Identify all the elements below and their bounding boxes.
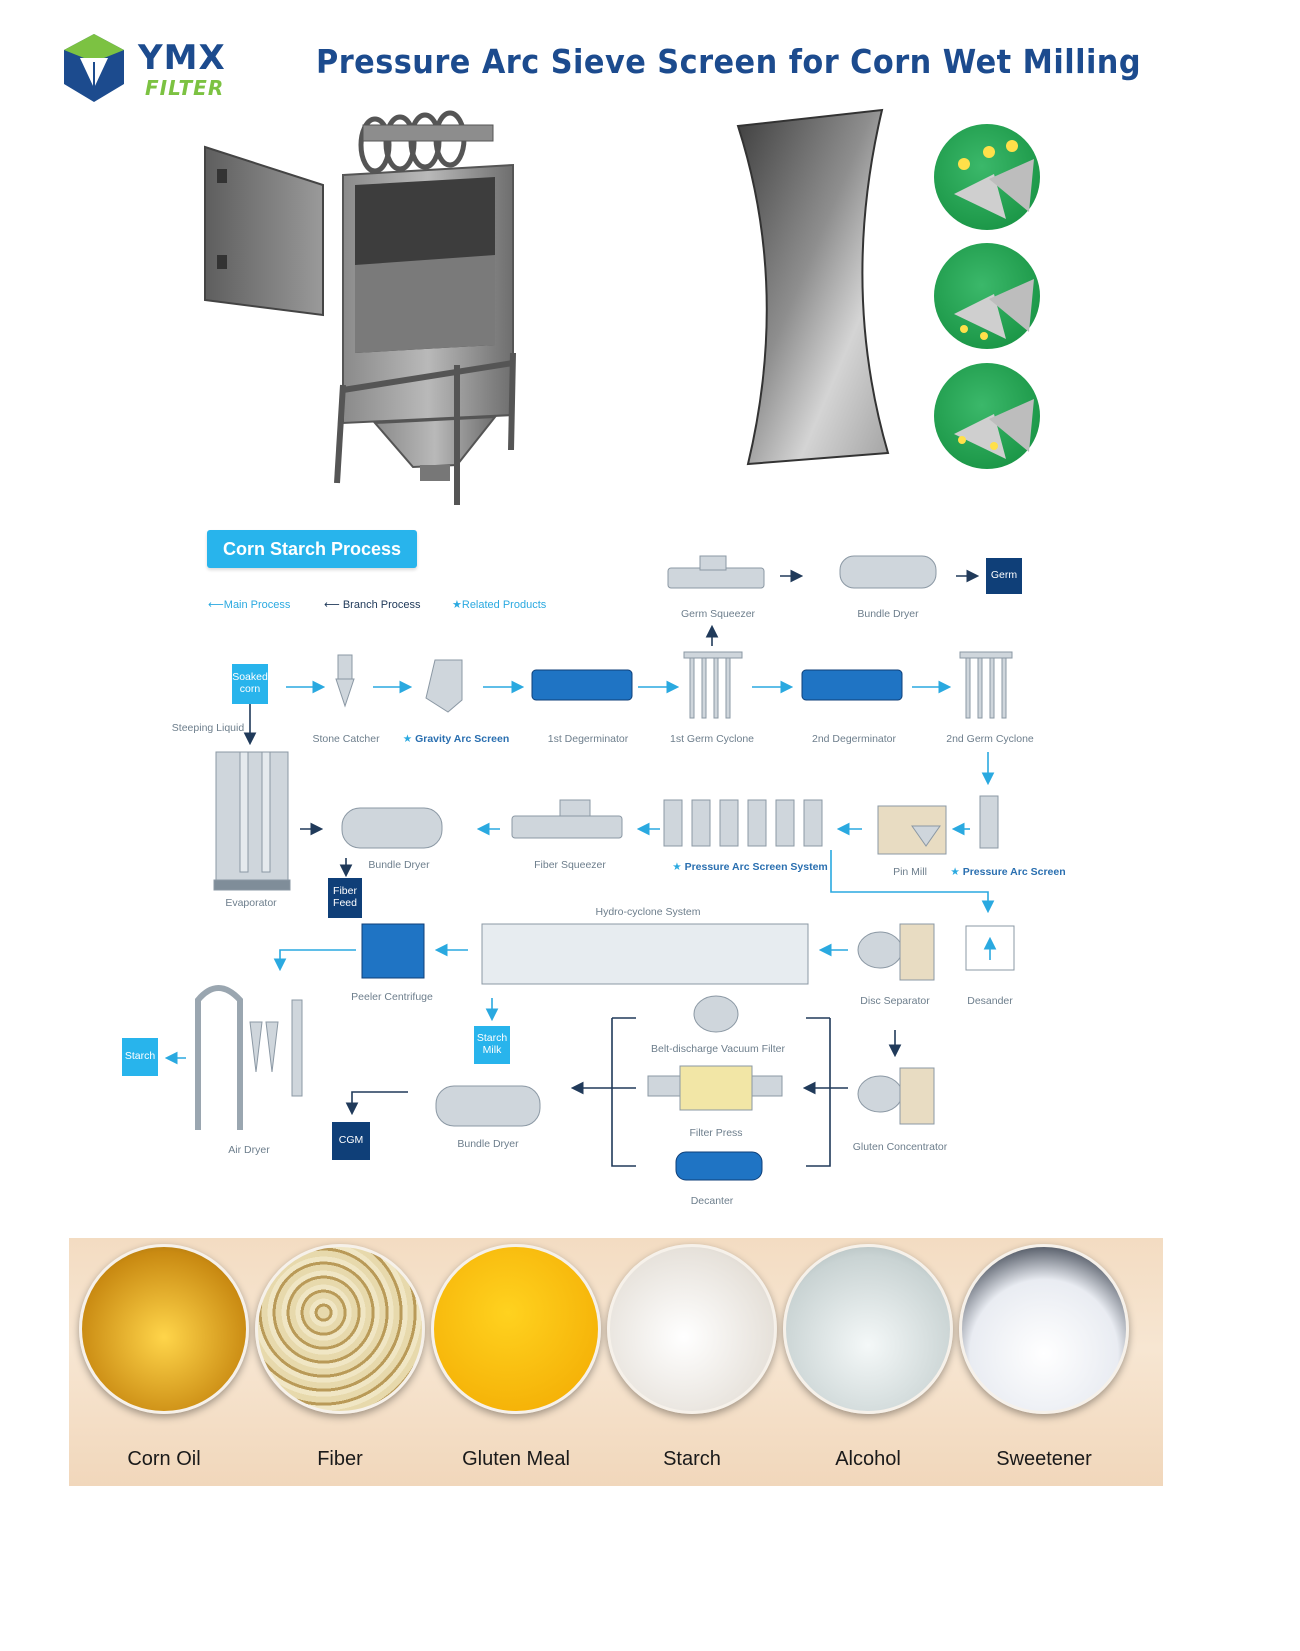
legend-related-products: ★Related Products (452, 599, 547, 611)
air-dryer-label: Air Dryer (228, 1144, 270, 1156)
starch-image (607, 1244, 777, 1414)
product-starch: Starch (607, 1244, 777, 1471)
disc-separator-label: Disc Separator (860, 995, 930, 1007)
sweetener-image (959, 1244, 1129, 1414)
steeping-liquid-label: Steeping Liquid (171, 722, 245, 734)
degerminator-2-label: 2nd Degerminator (811, 733, 897, 745)
desander-label: Desander (967, 995, 1013, 1007)
filter-press-label: Filter Press (689, 1127, 743, 1139)
germ-cyclone-2-label: 2nd Germ Cyclone (946, 733, 1034, 745)
corn-oil-image (79, 1244, 249, 1414)
product-label: Corn Oil (127, 1448, 201, 1470)
legend-arrow-icon: ⟵ (208, 599, 224, 611)
bundle-dryer-top-label: Bundle Dryer (857, 608, 919, 620)
screening-wedge-icons (954, 140, 1034, 459)
process-equipment-icons (195, 555, 1015, 1181)
arc-screen-panel-image (736, 108, 890, 466)
product-corn-oil: Corn Oil (79, 1244, 249, 1471)
alcohol-image (783, 1244, 953, 1414)
bundle-dryer-mid-label: Bundle Dryer (368, 859, 430, 871)
legend-main-process: ⟵Main Process (208, 599, 291, 611)
page-title: Pressure Arc Sieve Screen for Corn Wet M… (316, 42, 1142, 81)
pressure-arc-screen-machine-image (204, 110, 516, 505)
decanter-label: Decanter (690, 1195, 734, 1207)
evaporator-label: Evaporator (225, 897, 277, 909)
product-gluten-meal: Gluten Meal (431, 1244, 601, 1471)
product-label: Sweetener (996, 1448, 1092, 1470)
gravity-arc-screen-label: Gravity Arc Screen (403, 733, 509, 745)
product-label: Starch (663, 1448, 721, 1470)
germ-box: Germ (986, 558, 1022, 594)
ymx-logo (64, 34, 124, 102)
product-label: Gluten Meal (462, 1448, 570, 1470)
belt-vacuum-filter-label: Belt-discharge Vacuum Filter (650, 1043, 786, 1055)
bundle-dryer-bottom-label: Bundle Dryer (457, 1138, 519, 1150)
legend-branch-process: ⟵ Branch Process (324, 599, 421, 611)
fiber-image (255, 1244, 425, 1414)
fiber-feed-box: Fiber Feed (328, 878, 362, 918)
germ-squeezer-label: Germ Squeezer (680, 608, 756, 620)
pin-mill-label: Pin Mill (893, 866, 927, 878)
product-alcohol: Alcohol (783, 1244, 953, 1471)
legend-arrow-icon: ⟵ (324, 599, 340, 611)
gluten-concentrator-label: Gluten Concentrator (852, 1141, 948, 1153)
logo-word-ymx: YMX (138, 38, 226, 78)
soaked-corn-box: Soaked corn (232, 664, 268, 704)
starch-milk-box: Starch Milk (474, 1026, 510, 1064)
product-fiber: Fiber (255, 1244, 425, 1471)
hydrocyclone-system-label: Hydro-cyclone System (595, 906, 701, 918)
corn-starch-process-title: Corn Starch Process (207, 530, 417, 568)
pressure-arc-screen-label: Pressure Arc Screen (950, 866, 1066, 878)
degerminator-1-label: 1st Degerminator (547, 733, 629, 745)
logo-word-filter: FILTER (145, 76, 225, 100)
pressure-arc-screen-system-label: Pressure Arc Screen System (672, 861, 828, 873)
products-strip: Corn Oil Fiber Gluten Meal Starch Alcoho… (69, 1238, 1163, 1486)
product-label: Fiber (317, 1448, 363, 1470)
product-label: Alcohol (835, 1448, 901, 1470)
cgm-box: CGM (332, 1122, 370, 1160)
fiber-squeezer-label: Fiber Squeezer (534, 859, 606, 871)
germ-cyclone-1-label: 1st Germ Cyclone (669, 733, 755, 745)
gluten-meal-image (431, 1244, 601, 1414)
starch-box: Starch (122, 1038, 158, 1076)
peeler-centrifuge-label: Peeler Centrifuge (351, 991, 433, 1003)
product-sweetener: Sweetener (959, 1244, 1129, 1471)
star-icon: ★ (452, 599, 462, 611)
stone-catcher-label: Stone Catcher (312, 733, 380, 745)
process-flow-arrows (164, 569, 997, 1167)
